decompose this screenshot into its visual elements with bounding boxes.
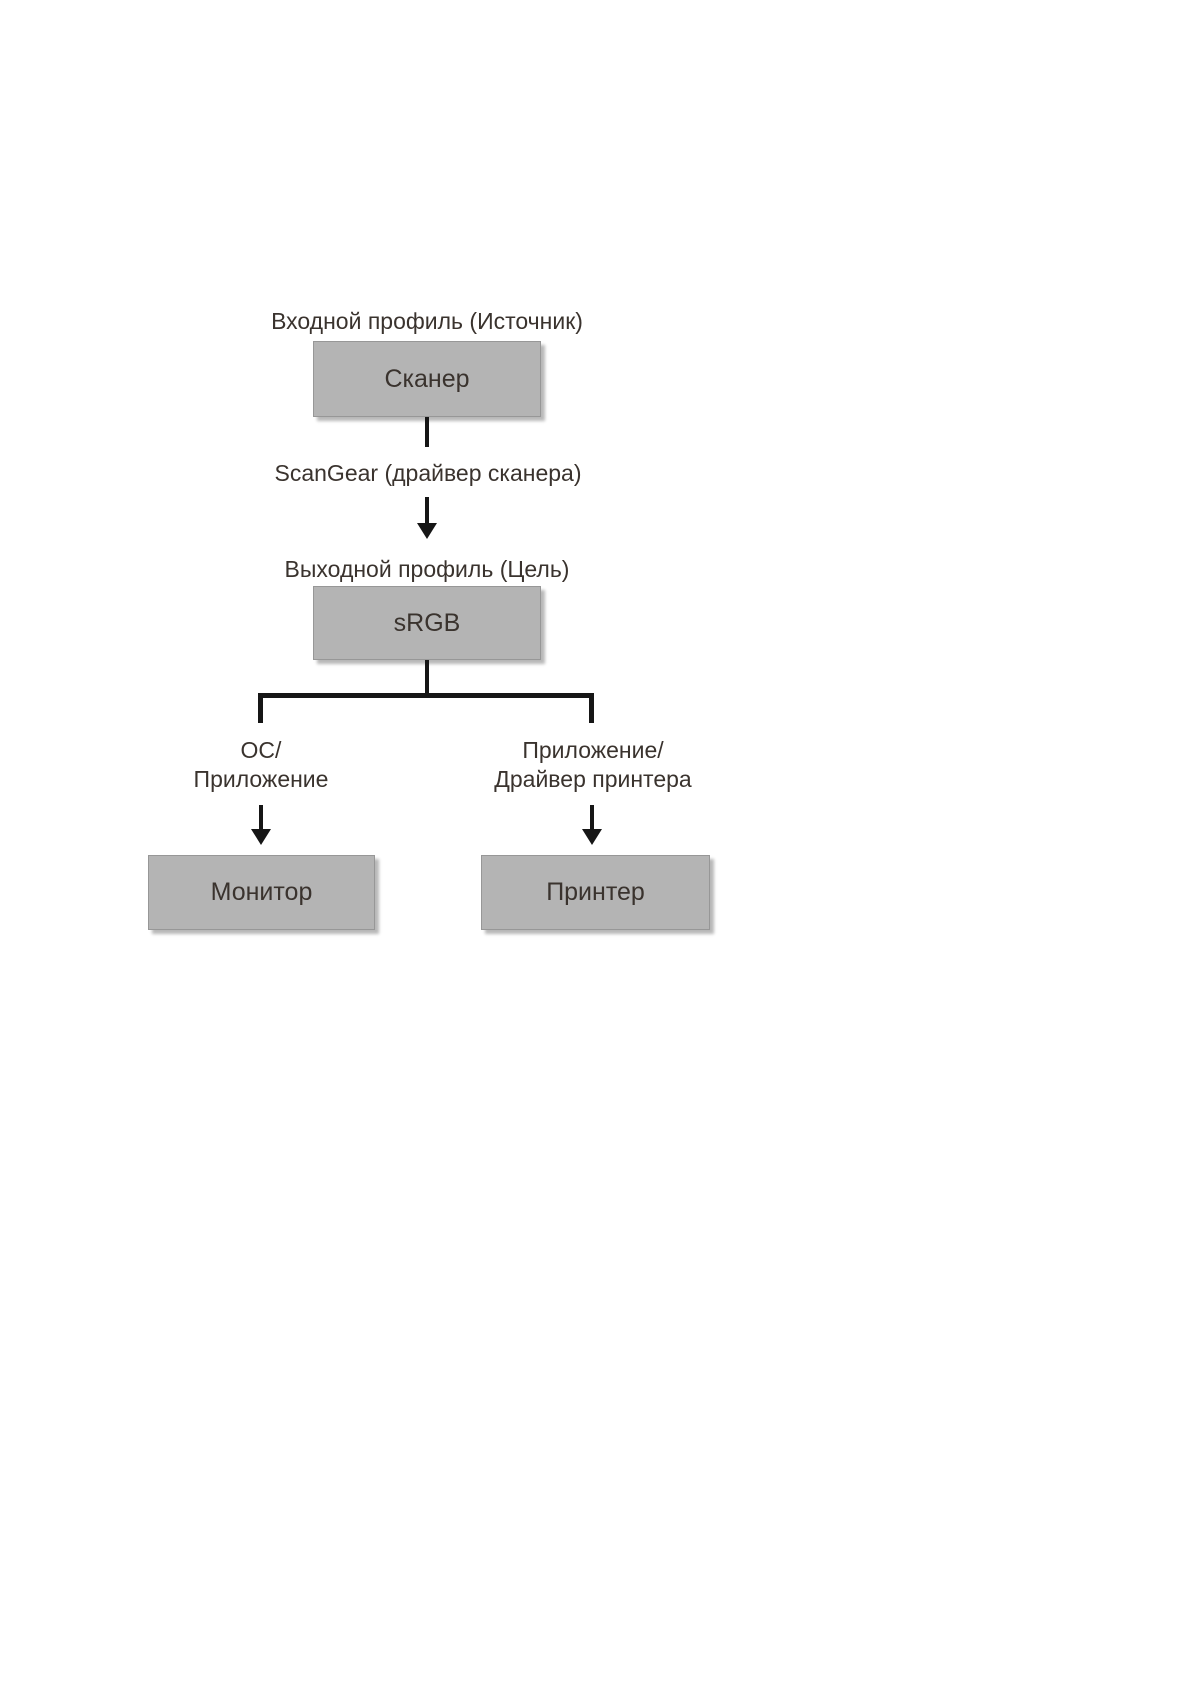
left-branch-label: ОС/ Приложение <box>194 736 329 794</box>
down-arrow-icon <box>417 523 437 539</box>
left-branch-label-line1: ОС/ <box>240 737 282 763</box>
scangear-to-output-arrow-stem <box>425 497 429 525</box>
right-branch-label-line2: Драйвер принтера <box>494 766 692 792</box>
scanner-box: Сканер <box>313 341 541 417</box>
scangear-label: ScanGear (драйвер сканера) <box>274 460 582 486</box>
branch-right-stub-line <box>589 693 594 723</box>
scanner-to-scangear-line <box>425 417 429 447</box>
scanner-box-label: Сканер <box>384 364 470 393</box>
right-branch-label-line1: Приложение/ <box>522 737 664 763</box>
right-branch-label: Приложение/ Драйвер принтера <box>494 736 691 794</box>
monitor-box-label: Монитор <box>210 878 313 906</box>
srgb-branch-stem-line <box>425 660 429 694</box>
srgb-box-label: sRGB <box>393 608 461 637</box>
printer-box: Принтер <box>481 855 710 930</box>
branch-horizontal-line <box>258 693 594 698</box>
printer-box-label: Принтер <box>546 878 645 906</box>
input-profile-title: Входной профиль (Источник) <box>271 308 583 334</box>
right-arrow-stem <box>590 805 594 831</box>
srgb-box: sRGB <box>313 586 541 660</box>
output-profile-title: Выходной профиль (Цель) <box>284 556 570 582</box>
down-arrow-icon <box>582 829 602 845</box>
left-arrow-stem <box>259 805 263 831</box>
monitor-box: Монитор <box>148 855 375 930</box>
down-arrow-icon <box>251 829 271 845</box>
left-branch-label-line2: Приложение <box>193 766 329 792</box>
branch-left-stub-line <box>258 693 263 723</box>
